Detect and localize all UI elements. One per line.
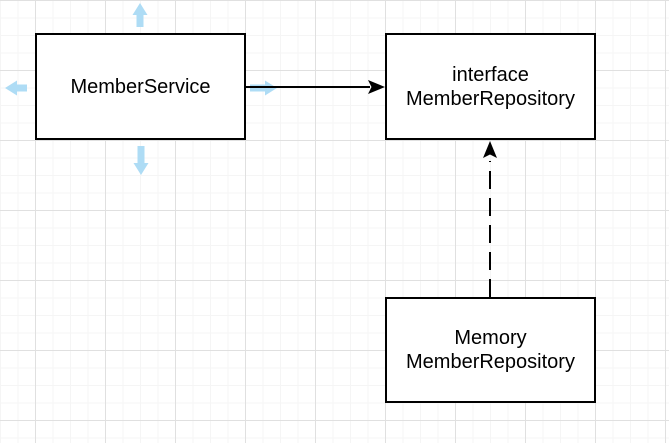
- node-memory-member-repository[interactable]: Memory MemberRepository: [385, 297, 596, 403]
- direction-up-icon[interactable]: [132, 3, 148, 27]
- edge-memory-to-interface[interactable]: [483, 141, 497, 297]
- node-member-service[interactable]: MemberService: [35, 33, 246, 140]
- arrowhead-right-icon: [368, 80, 385, 94]
- node-label-line: MemberService: [70, 75, 211, 98]
- arrowhead-up-icon: [483, 141, 497, 158]
- node-label-line: MemberRepository: [406, 351, 575, 373]
- direction-down-icon[interactable]: [133, 146, 149, 175]
- node-label-line: interface: [452, 63, 529, 86]
- direction-left-icon[interactable]: [5, 80, 27, 96]
- node-label-line: Memory: [454, 327, 527, 349]
- node-label-line: MemberRepository: [406, 87, 575, 110]
- edge-service-to-interface[interactable]: [246, 80, 385, 94]
- node-interface-member-repository[interactable]: interface MemberRepository: [385, 33, 596, 140]
